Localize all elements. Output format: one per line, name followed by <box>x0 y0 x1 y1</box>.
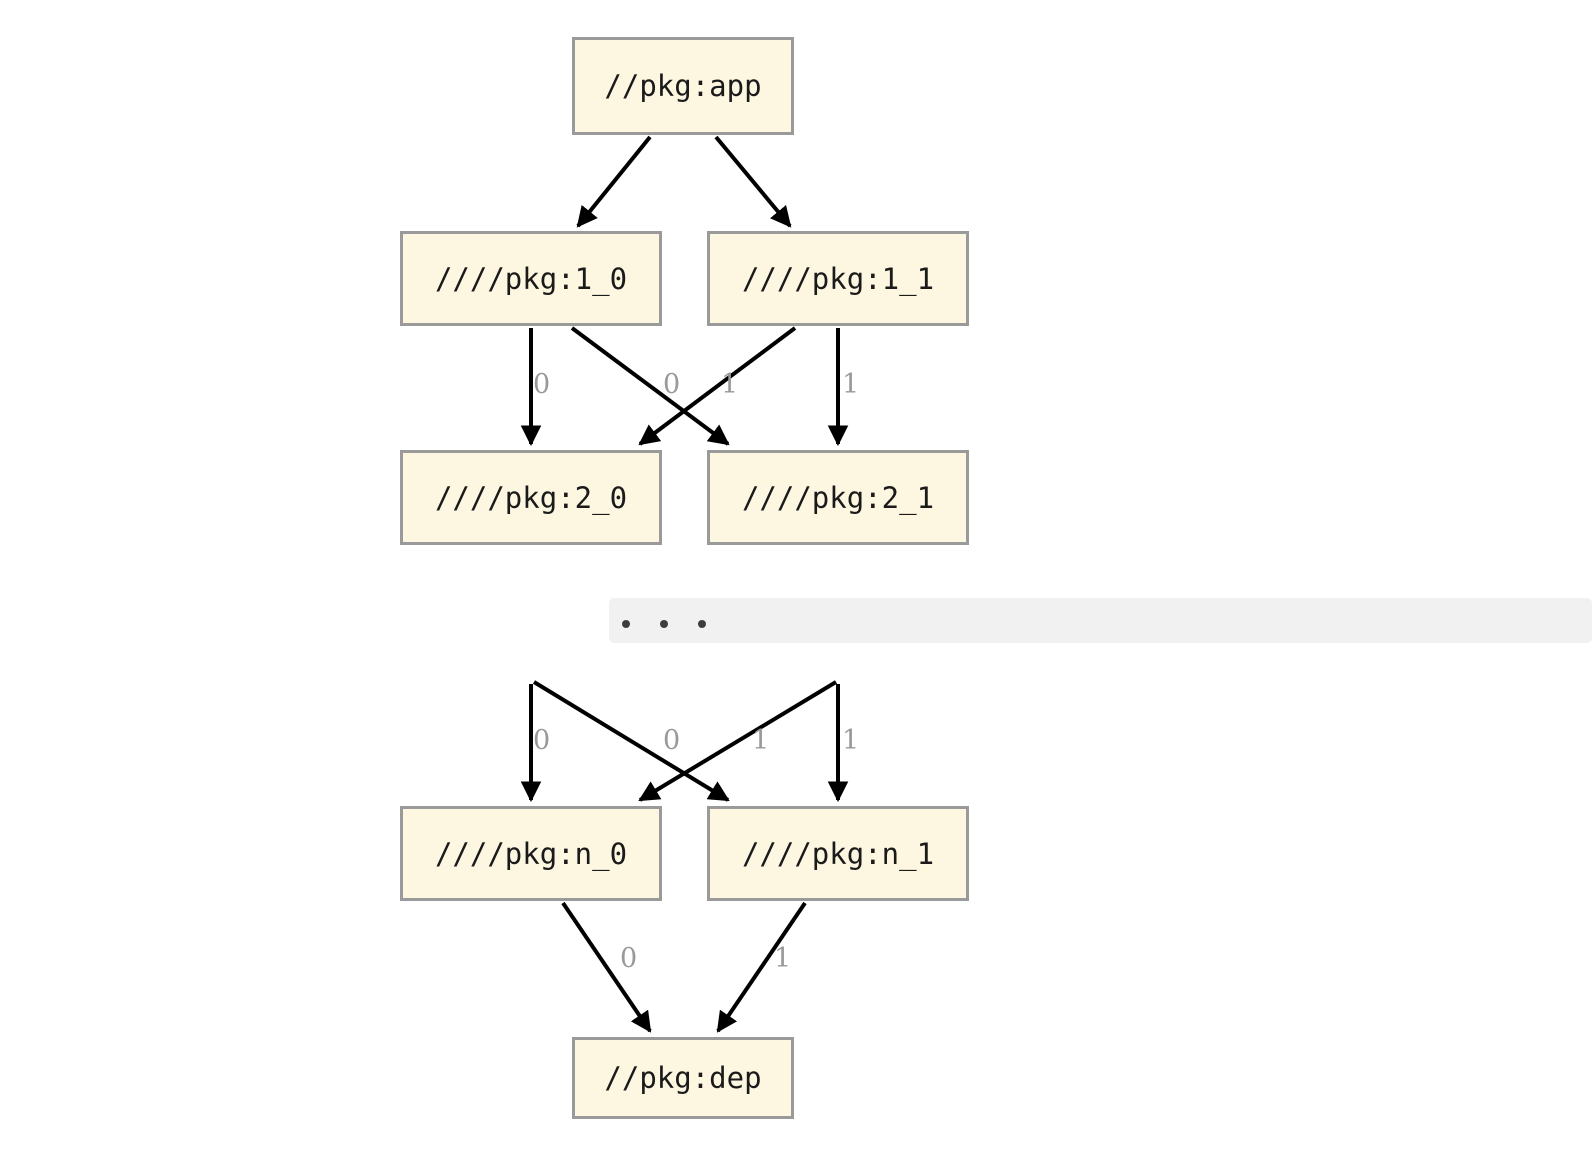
graph-node-nn_1[interactable]: ////pkg:n_1 <box>707 806 969 901</box>
edges-group <box>520 135 849 1033</box>
graph-node-n1_1[interactable]: ////pkg:1_1 <box>707 231 969 326</box>
graph-node-n1_0[interactable]: ////pkg:1_0 <box>400 231 662 326</box>
graph-edge <box>576 135 652 228</box>
graph-node-app[interactable]: //pkg:app <box>572 37 794 135</box>
graph-node-label: //pkg:app <box>604 69 762 103</box>
graph-edge <box>716 901 807 1033</box>
graph-node-n2_1[interactable]: ////pkg:2_1 <box>707 450 969 545</box>
edge-label: 0 <box>533 725 551 756</box>
graph-node-nn_0[interactable]: ////pkg:n_0 <box>400 806 662 901</box>
graph-edge <box>532 680 730 802</box>
edge-label: 0 <box>663 725 681 756</box>
graph-node-label: ////pkg:n_1 <box>741 836 935 871</box>
edge-label: 1 <box>842 725 860 756</box>
edge-label: 1 <box>774 943 792 974</box>
graph-node-dep[interactable]: //pkg:dep <box>572 1037 794 1119</box>
graph-edge <box>561 901 652 1033</box>
graph-node-label: ////pkg:2_0 <box>434 480 628 515</box>
graph-node-label: ////pkg:n_0 <box>434 836 628 871</box>
ellipsis-dot <box>660 620 668 628</box>
edge-label: 1 <box>721 369 739 400</box>
edge-label: 0 <box>663 369 681 400</box>
edge-label: 1 <box>842 369 860 400</box>
graph-node-n2_0[interactable]: ////pkg:2_0 <box>400 450 662 545</box>
edge-label: 0 <box>620 943 638 974</box>
graph-edge <box>638 326 797 446</box>
edge-label: 0 <box>533 369 551 400</box>
graph-node-label: ////pkg:1_1 <box>741 261 935 296</box>
graph-node-label: ////pkg:2_1 <box>741 480 935 515</box>
ellipsis-separator-band <box>609 598 1592 643</box>
graph-node-label: ////pkg:1_0 <box>434 261 628 296</box>
graph-edge <box>638 680 838 802</box>
ellipsis-dot <box>698 620 706 628</box>
graph-edge <box>714 135 792 228</box>
ellipsis-dot <box>622 620 630 628</box>
graph-node-label: //pkg:dep <box>604 1061 762 1095</box>
ellipsis-dots <box>609 620 706 643</box>
graph-edge <box>570 326 730 446</box>
edge-label: 1 <box>752 725 770 756</box>
